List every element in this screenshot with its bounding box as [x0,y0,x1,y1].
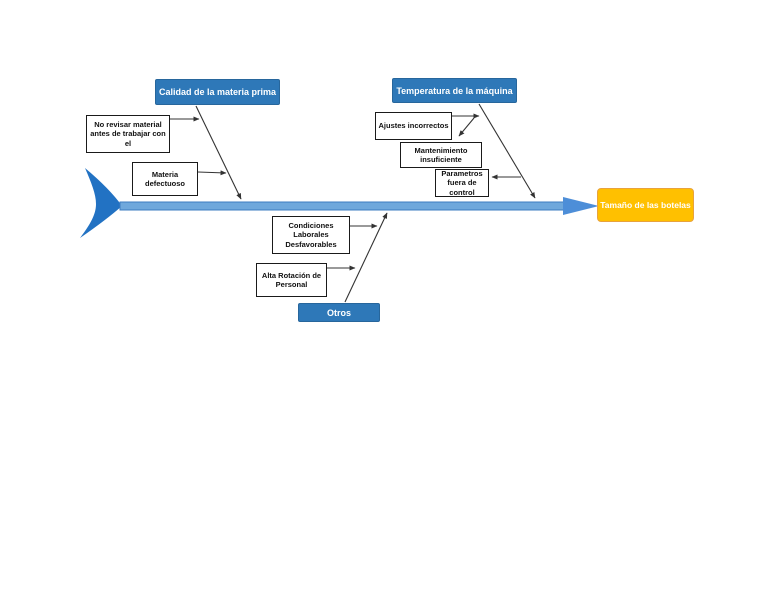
cause-box-ajustes-incorrectos: Ajustes incorrectos [375,112,452,140]
fish-tail-shape [80,168,122,238]
category-box-otros: Otros [298,303,380,322]
connector-mantenimiento [458,117,475,137]
cause-box-materia-defectuoso: Materia defectuoso [132,162,198,196]
category-box-calidad: Calidad de la materia prima [155,79,280,105]
spine-arrowhead-icon [563,197,599,215]
cause-box-alta-rotacion: Alta Rotación de Personal [256,263,327,297]
cause-box-condiciones-laborales: Condiciones Laborales Desfavorables [272,216,350,254]
cause-box-parametros-fuera-de-control: Parametros fuera de control [435,169,489,197]
cause-box-no-revisar-material: No revisar material antes de trabajar co… [86,115,170,153]
branch-line-otros [344,212,388,303]
category-box-temperatura: Temperatura de la máquina [392,78,517,103]
branch-line-calidad [195,105,242,200]
connector-materia [197,170,227,176]
cause-box-mantenimiento-insuficiente: Mantenimiento insuficiente [400,142,482,168]
branch-line-temperatura [478,103,536,199]
spine-line [119,201,567,211]
effect-box-tamano-botellas: Tamaño de las botelas [597,188,694,222]
